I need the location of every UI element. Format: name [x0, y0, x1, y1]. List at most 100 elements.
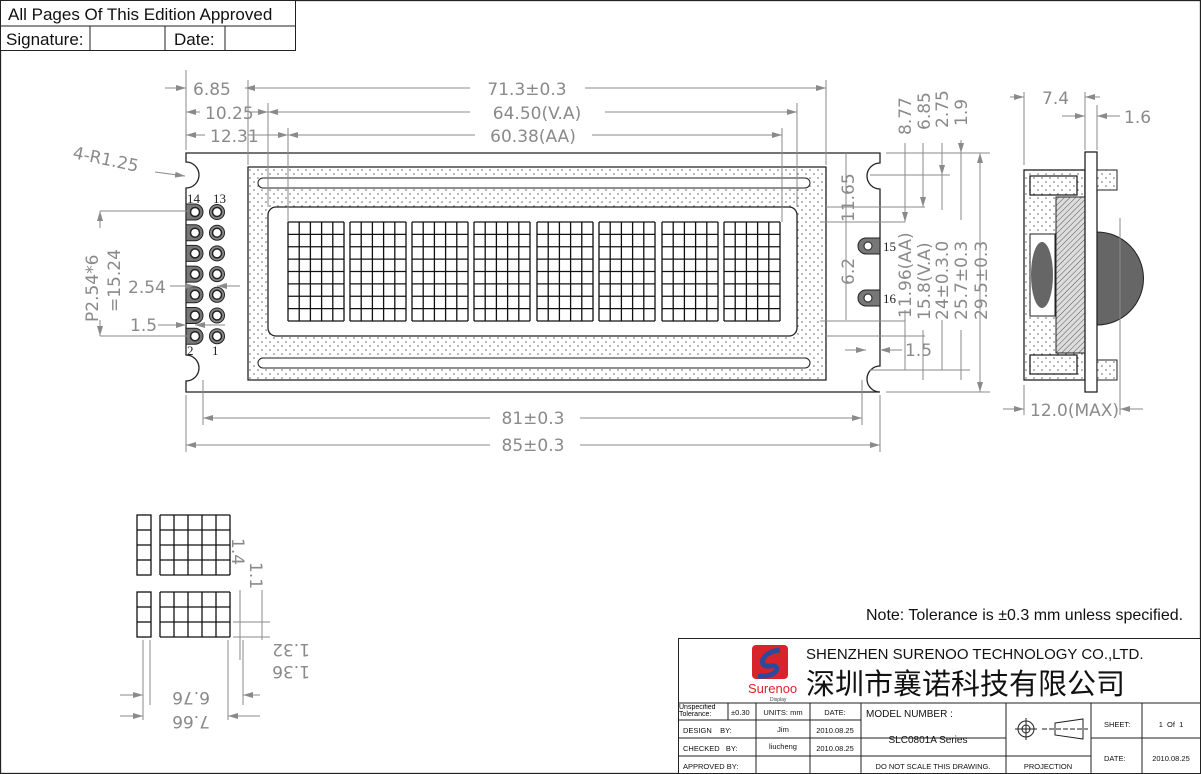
logo-subtext: Display: [770, 697, 787, 703]
pin-hole: [211, 268, 223, 280]
dim-pin-offset: 1.5: [130, 316, 157, 336]
pin-label-13: 13: [213, 191, 226, 206]
viewing-area: [267, 206, 798, 337]
bottom-dimensions: 81±0.3 85±0.3: [185, 380, 881, 456]
pin-hole: [189, 248, 201, 259]
checked-date: 2010.08.25: [816, 744, 854, 753]
pin-hole: [211, 248, 223, 259]
dim-12-31: 12.31: [210, 127, 259, 147]
dim-viewing-area: 64.50(V.A): [493, 104, 581, 124]
pin-hole: [189, 289, 201, 301]
company-name-cn: 深圳市襄诺科技有限公司: [806, 668, 1125, 701]
dot-detail: 1.1 1.4 1.32 1.36 6.76 7.66: [120, 514, 310, 731]
dim-pitch-total: =15.24: [105, 249, 125, 312]
signature-label: Signature:: [6, 30, 84, 49]
dim-25-7: 25.7±0.3: [952, 241, 972, 320]
projection-label: PROJECTION: [1024, 762, 1072, 771]
dim-2-75: 2.75: [933, 90, 953, 128]
title-block: Surenoo Display SHENZHEN SURENOO TECHNOL…: [678, 638, 1201, 774]
date-label: Date:: [174, 30, 215, 49]
dim-1-1: 1.1: [245, 562, 265, 589]
character-cell: [598, 221, 656, 322]
tolerance-note: Note: Tolerance is ±0.3 mm unless specif…: [866, 607, 1183, 624]
dim-overall-width: 71.3±0.3: [487, 80, 566, 100]
dim-7-66: 7.66: [172, 711, 210, 731]
pcb-outline: [185, 152, 881, 393]
dim-1-5-right: 1.5: [905, 341, 932, 361]
company-name-en: SHENZHEN SURENOO TECHNOLOGY CO.,LTD.: [806, 646, 1144, 663]
dim-6-85-right: 6.85: [915, 92, 935, 130]
character-cells: [287, 221, 781, 322]
pin-hole: [211, 310, 223, 321]
character-cell: [536, 221, 594, 322]
pin-hole: [211, 330, 223, 342]
dim-24: 24±0.3.0: [933, 241, 953, 320]
character-cell: [723, 221, 781, 322]
sheet-value: 1 Of 1: [1159, 720, 1184, 729]
pin-hole: [189, 227, 201, 238]
left-dimensions: 4-R1.25 P2.54*6 =15.24 2.54 1.5: [71, 143, 240, 337]
character-cell: [287, 221, 345, 322]
checked-by: liucheng: [769, 742, 797, 751]
pin-hole: [211, 227, 223, 238]
model-number: SLC0801A Series: [889, 735, 968, 746]
pin-label-16: 16: [883, 291, 897, 306]
character-cell: [661, 221, 719, 322]
character-cell: [473, 221, 531, 322]
detail-dot-group: [136, 591, 231, 638]
bezel-slot-top: [257, 177, 811, 189]
approval-box: All Pages Of This Edition Approved Signa…: [0, 0, 296, 51]
dim-pin-spacing: 2.54: [128, 278, 166, 298]
units: UNITS: mm: [763, 708, 802, 717]
dim-1-4: 1.4: [227, 538, 247, 565]
checked-label: CHECKED BY:: [683, 744, 738, 753]
dim-8-77: 8.77: [896, 97, 916, 135]
pin-16: [863, 293, 873, 303]
dim-max-thickness: 12.0(MAX): [1030, 401, 1119, 421]
dim-active-area: 60.38(AA): [490, 127, 576, 147]
design-date: 2010.08.25: [816, 726, 854, 735]
pin-label-14: 14: [187, 191, 201, 206]
right-dimensions: 8.77 6.85 2.75 1.9 11.96(AA) 15.8(V.A) 2…: [820, 90, 992, 393]
front-view: 14 13 2 1 15 16: [185, 152, 897, 393]
dim-6-85: 6.85: [193, 80, 231, 100]
pin-hole: [189, 268, 201, 280]
top-dimensions: 6.85 10.25 12.31 71.3±0.3 64.50(V.A) 60.…: [165, 70, 827, 222]
dim-7-4: 7.4: [1042, 89, 1069, 109]
approval-title: All Pages Of This Edition Approved: [8, 5, 272, 24]
pin-hole: [189, 330, 201, 342]
dim-6-2: 6.2: [839, 258, 859, 285]
dim-1-6: 1.6: [1124, 108, 1151, 128]
dim-1-36: 1.36: [272, 661, 310, 681]
dim-radius: 4-R1.25: [71, 143, 140, 176]
date-header: DATE:: [824, 708, 846, 717]
pin-label-15: 15: [883, 239, 896, 254]
pin-label-1: 1: [212, 343, 219, 358]
dim-1-9: 1.9: [952, 99, 972, 126]
dim-10-25: 10.25: [205, 104, 254, 124]
dim-1-32: 1.32: [272, 639, 310, 659]
bezel-slot-bottom: [257, 357, 811, 369]
dim-overall-length: 85±0.3: [502, 436, 565, 456]
design-by: Jim: [777, 725, 789, 734]
sheet-label: SHEET:: [1104, 720, 1130, 729]
pin-15: [863, 241, 873, 251]
projection-symbol-icon: [1015, 718, 1088, 740]
dim-pcb-width: 81±0.3: [502, 409, 565, 429]
dim-aa-height: 11.96(AA): [896, 232, 916, 318]
dim-pitch: P2.54*6: [83, 255, 103, 322]
pin-label-2: 2: [187, 343, 194, 358]
dim-11-65: 11.65: [839, 173, 859, 222]
character-cell: [411, 221, 469, 322]
logo-text: Surenoo: [748, 681, 797, 696]
detail-dot-group: [136, 514, 231, 576]
side-view: 7.4 1.6 12.0(MAX): [1003, 89, 1151, 421]
pin-hole: [211, 289, 223, 301]
approved-label: APPROVED BY:: [683, 762, 738, 771]
dim-va-height: 15.8(V.A): [915, 242, 935, 320]
character-cell: [349, 221, 407, 322]
tolerance-value: ±0.30: [731, 708, 750, 717]
pin-header: [185, 203, 225, 345]
tolerance-label: Unspecified Tolerance:: [679, 704, 716, 718]
